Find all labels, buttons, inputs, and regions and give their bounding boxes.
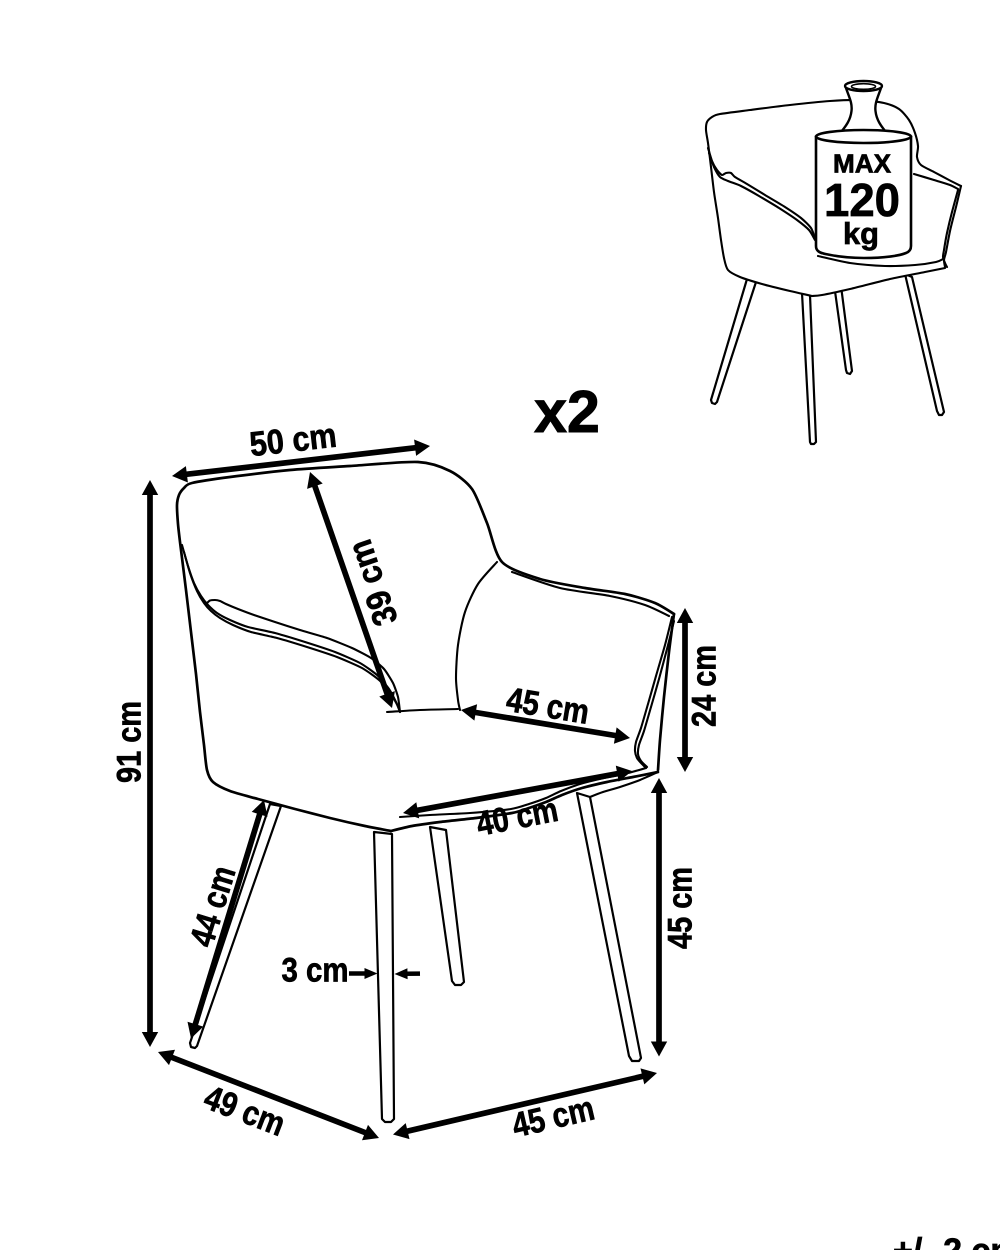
- svg-text:24 cm: 24 cm: [685, 645, 723, 727]
- svg-text:45 cm: 45 cm: [661, 867, 699, 949]
- svg-text:3 cm: 3 cm: [282, 951, 349, 989]
- svg-text:91 cm: 91 cm: [110, 701, 148, 783]
- svg-text:kg: kg: [843, 216, 879, 251]
- svg-text:+/- 2 cm: +/- 2 cm: [893, 1232, 1000, 1250]
- svg-text:x2: x2: [534, 379, 600, 445]
